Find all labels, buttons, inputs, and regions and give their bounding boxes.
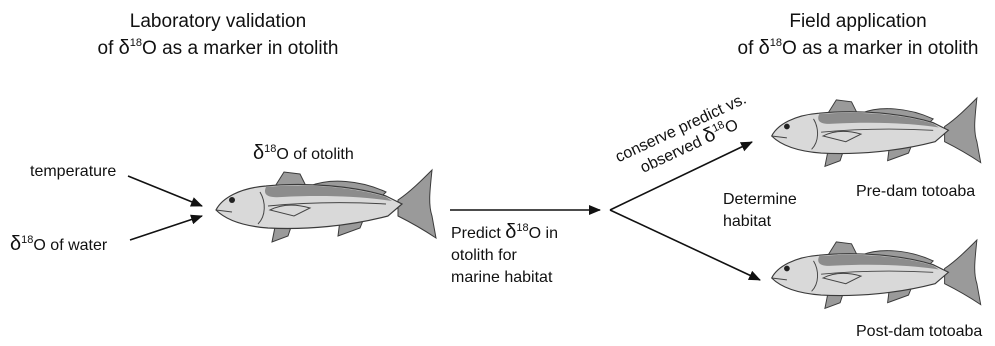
- lab-heading-line2: of δ18O as a marker in otolith: [98, 37, 339, 59]
- determine-line2: habitat: [723, 213, 772, 230]
- pre-dam-fish-illustration: [772, 98, 981, 166]
- post-dam-fish-illustration: [772, 240, 981, 308]
- field-heading-line1: Field application: [789, 11, 926, 32]
- predict-line2: otolith for: [451, 247, 517, 264]
- predict-line3: marine habitat: [451, 269, 553, 286]
- water-arrow: [130, 216, 202, 240]
- post-dam-label: Post-dam totoaba: [856, 323, 982, 340]
- lab-fish-illustration: [216, 170, 436, 242]
- lab-heading-line1: Laboratory validation: [130, 11, 306, 32]
- field-heading-line2: of δ18O as a marker in otolith: [738, 37, 979, 59]
- water-label: δ18O of water: [10, 233, 108, 255]
- predict-line1: Predict δ18O in: [451, 221, 558, 243]
- temperature-label: temperature: [30, 163, 116, 180]
- pre-dam-label: Pre-dam totoaba: [856, 183, 975, 200]
- temperature-arrow: [128, 176, 202, 206]
- otolith-label: δ18O of otolith: [253, 142, 354, 164]
- determine-line1: Determine: [723, 191, 797, 208]
